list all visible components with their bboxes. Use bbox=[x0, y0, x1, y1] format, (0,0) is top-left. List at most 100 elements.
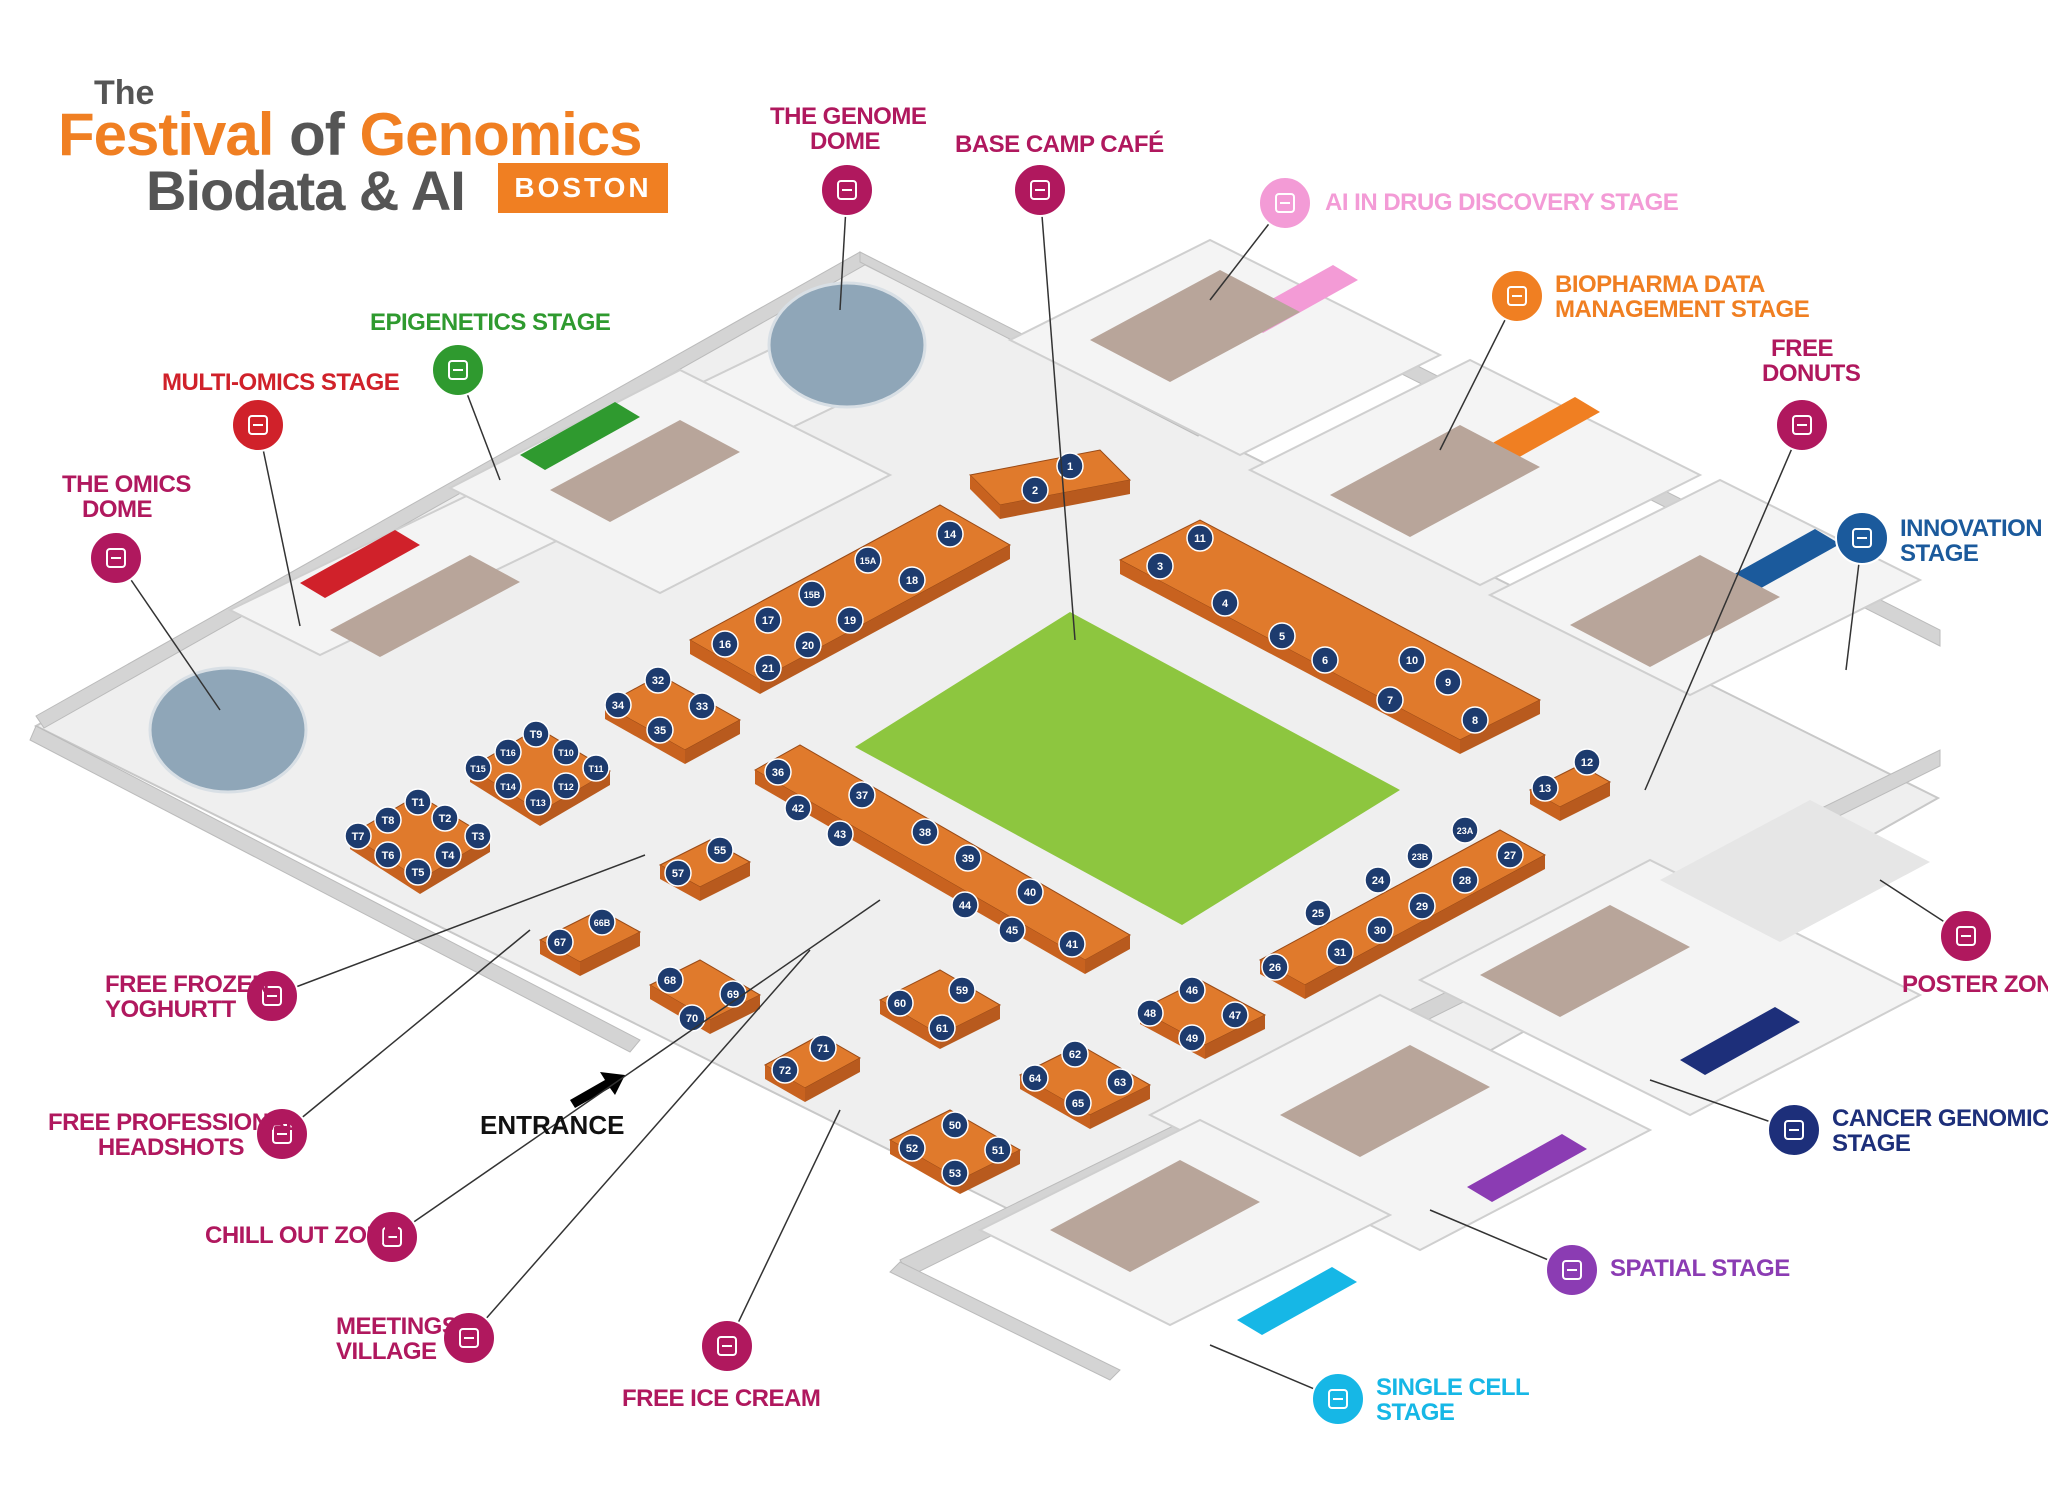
booth-47[interactable]: 47 bbox=[1221, 1001, 1249, 1029]
booth-18[interactable]: 18 bbox=[898, 566, 926, 594]
booth-t10[interactable]: T10 bbox=[552, 738, 580, 766]
booth-t15[interactable]: T15 bbox=[464, 754, 492, 782]
booth-6[interactable]: 6 bbox=[1311, 646, 1339, 674]
booth-t12[interactable]: T12 bbox=[552, 772, 580, 800]
booth-26[interactable]: 26 bbox=[1261, 953, 1289, 981]
booth-69[interactable]: 69 bbox=[719, 980, 747, 1008]
booth-11[interactable]: 11 bbox=[1186, 524, 1214, 552]
poster-label: POSTER ZONE bbox=[1902, 972, 2048, 997]
booth-t14[interactable]: T14 bbox=[494, 772, 522, 800]
booth-badge bbox=[404, 788, 432, 816]
booth-number: 62 bbox=[1069, 1049, 1081, 1061]
booth-41[interactable]: 41 bbox=[1058, 930, 1086, 958]
single-cell-label-line: SINGLE CELL bbox=[1376, 1374, 1530, 1401]
booth-20[interactable]: 20 bbox=[794, 631, 822, 659]
booth-28[interactable]: 28 bbox=[1451, 866, 1479, 894]
donuts-leader bbox=[1644, 424, 1803, 791]
booth-badge bbox=[1364, 866, 1392, 894]
booth-23b[interactable]: 23B bbox=[1406, 842, 1434, 870]
booth-44[interactable]: 44 bbox=[951, 891, 979, 919]
booth-43[interactable]: 43 bbox=[826, 820, 854, 848]
booth-21[interactable]: 21 bbox=[754, 654, 782, 682]
dna-icon bbox=[89, 531, 143, 585]
booth-5[interactable]: 5 bbox=[1268, 622, 1296, 650]
booth-62[interactable]: 62 bbox=[1061, 1040, 1089, 1068]
booth-50[interactable]: 50 bbox=[941, 1111, 969, 1139]
booth-t1[interactable]: T1 bbox=[404, 788, 432, 816]
booth-1[interactable]: 1 bbox=[1056, 452, 1084, 480]
booth-67[interactable]: 67 bbox=[546, 928, 574, 956]
booth-2[interactable]: 2 bbox=[1021, 476, 1049, 504]
booth-9[interactable]: 9 bbox=[1434, 668, 1462, 696]
booth-t13[interactable]: T13 bbox=[524, 788, 552, 816]
booth-46[interactable]: 46 bbox=[1178, 976, 1206, 1004]
booth-36[interactable]: 36 bbox=[764, 758, 792, 786]
booth-t6[interactable]: T6 bbox=[374, 841, 402, 869]
booth-30[interactable]: 30 bbox=[1366, 916, 1394, 944]
booth-64[interactable]: 64 bbox=[1021, 1064, 1049, 1092]
booth-t9[interactable]: T9 bbox=[522, 720, 550, 748]
booth-40[interactable]: 40 bbox=[1016, 878, 1044, 906]
booth-34[interactable]: 34 bbox=[604, 691, 632, 719]
booth-29[interactable]: 29 bbox=[1408, 892, 1436, 920]
booth-57[interactable]: 57 bbox=[664, 859, 692, 887]
booth-13[interactable]: 13 bbox=[1531, 774, 1559, 802]
booth-35[interactable]: 35 bbox=[646, 716, 674, 744]
booth-45[interactable]: 45 bbox=[998, 916, 1026, 944]
booth-15b[interactable]: 15B bbox=[798, 580, 826, 608]
booth-65[interactable]: 65 bbox=[1064, 1089, 1092, 1117]
booth-t8[interactable]: T8 bbox=[374, 806, 402, 834]
booth-38[interactable]: 38 bbox=[911, 818, 939, 846]
booth-10[interactable]: 10 bbox=[1398, 646, 1426, 674]
booth-59[interactable]: 59 bbox=[948, 976, 976, 1004]
booth-12[interactable]: 12 bbox=[1573, 748, 1601, 776]
booth-15a[interactable]: 15A bbox=[854, 546, 882, 574]
booth-23a[interactable]: 23A bbox=[1451, 816, 1479, 844]
coffee-icon bbox=[1013, 163, 1067, 217]
booth-60[interactable]: 60 bbox=[886, 989, 914, 1017]
booth-31[interactable]: 31 bbox=[1326, 938, 1354, 966]
booth-70[interactable]: 70 bbox=[678, 1004, 706, 1032]
booth-63[interactable]: 63 bbox=[1106, 1068, 1134, 1096]
booth-42[interactable]: 42 bbox=[784, 794, 812, 822]
booth-t7[interactable]: T7 bbox=[344, 822, 372, 850]
booth-61[interactable]: 61 bbox=[928, 1014, 956, 1042]
booth-66b[interactable]: 66B bbox=[588, 908, 616, 936]
booth-53[interactable]: 53 bbox=[941, 1159, 969, 1187]
booth-55[interactable]: 55 bbox=[706, 836, 734, 864]
booth-33[interactable]: 33 bbox=[688, 692, 716, 720]
booth-badge bbox=[854, 546, 882, 574]
booth-17[interactable]: 17 bbox=[754, 606, 782, 634]
booth-72[interactable]: 72 bbox=[771, 1056, 799, 1084]
booth-t2[interactable]: T2 bbox=[431, 804, 459, 832]
booth-37[interactable]: 37 bbox=[848, 781, 876, 809]
booth-8[interactable]: 8 bbox=[1461, 706, 1489, 734]
booth-t3[interactable]: T3 bbox=[464, 822, 492, 850]
booth-51[interactable]: 51 bbox=[984, 1136, 1012, 1164]
booth-39[interactable]: 39 bbox=[954, 844, 982, 872]
booth-t11[interactable]: T11 bbox=[582, 754, 610, 782]
booth-badge bbox=[546, 928, 574, 956]
booth-19[interactable]: 19 bbox=[836, 606, 864, 634]
booth-24[interactable]: 24 bbox=[1364, 866, 1392, 894]
booth-68[interactable]: 68 bbox=[656, 966, 684, 994]
booth-3[interactable]: 3 bbox=[1146, 552, 1174, 580]
booth-49[interactable]: 49 bbox=[1178, 1024, 1206, 1052]
poster-icon bbox=[1939, 909, 1993, 963]
booth-4[interactable]: 4 bbox=[1211, 589, 1239, 617]
booth-16[interactable]: 16 bbox=[711, 630, 739, 658]
booth-t5[interactable]: T5 bbox=[404, 858, 432, 886]
booth-t16[interactable]: T16 bbox=[494, 738, 522, 766]
booth-7[interactable]: 7 bbox=[1376, 686, 1404, 714]
booth-27[interactable]: 27 bbox=[1496, 841, 1524, 869]
stage-platform-epigenetics bbox=[520, 402, 640, 470]
booth-52[interactable]: 52 bbox=[898, 1134, 926, 1162]
booth-number: 39 bbox=[962, 853, 974, 865]
booth-32[interactable]: 32 bbox=[644, 666, 672, 694]
booth-t4[interactable]: T4 bbox=[434, 841, 462, 869]
booth-48[interactable]: 48 bbox=[1136, 999, 1164, 1027]
booth-14[interactable]: 14 bbox=[936, 520, 964, 548]
booth-25[interactable]: 25 bbox=[1304, 899, 1332, 927]
booth-71[interactable]: 71 bbox=[809, 1034, 837, 1062]
